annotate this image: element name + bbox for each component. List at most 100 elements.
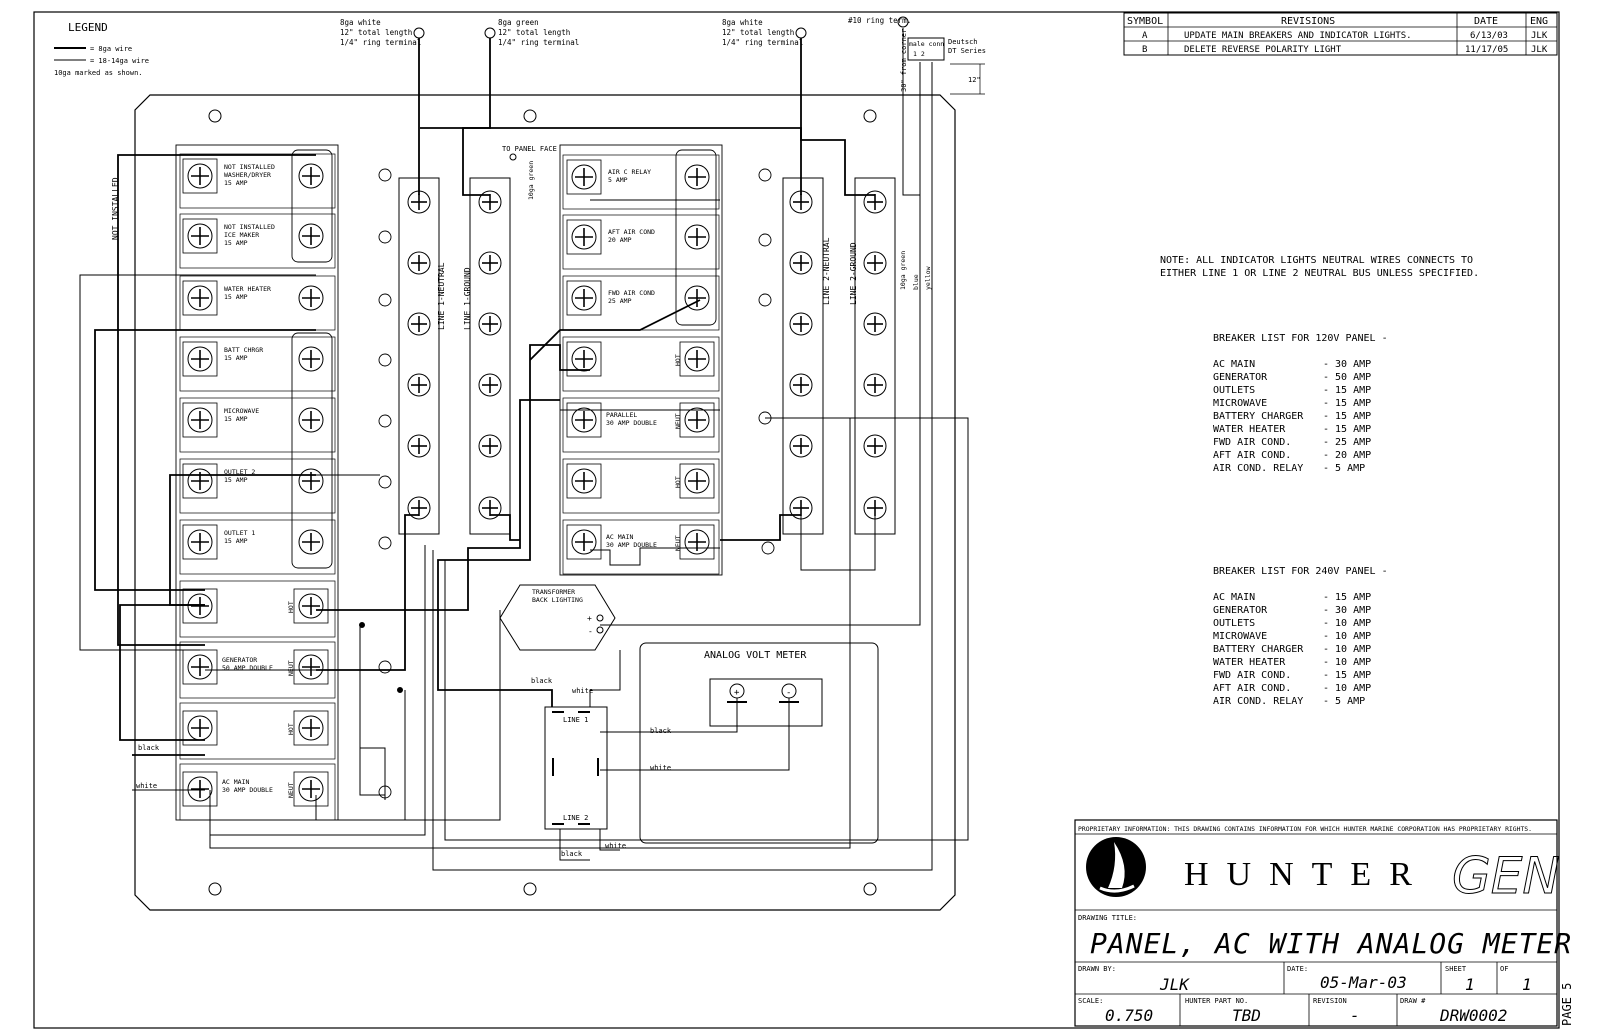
breaker-list-name: AFT AIR COND.: [1213, 683, 1291, 694]
analog-volt-meter: [639, 642, 879, 844]
rev-cell: JLK: [1531, 45, 1548, 55]
breaker-list-name: AIR COND. RELAY: [1213, 696, 1303, 707]
breaker-list-240v: BREAKER LIST FOR 240V PANEL - AC MAIN - 1…: [1213, 566, 1388, 707]
line2-bus-screws: [789, 190, 887, 520]
breaker-list-value: - 10 AMP: [1323, 644, 1371, 655]
screw-terminal: [571, 164, 597, 190]
screw-terminal: [298, 715, 324, 741]
note-line: NOTE: ALL INDICATOR LIGHTS NEUTRAL WIRES…: [1160, 255, 1473, 266]
sheet-label: SHEET: [1445, 965, 1467, 973]
wire-tag: white: [136, 782, 157, 790]
legend-title: LEGEND: [68, 21, 108, 34]
wiring: [79, 28, 969, 871]
screw-terminal: [407, 434, 431, 458]
screw-terminal: [571, 285, 597, 311]
screw-terminal: [407, 251, 431, 275]
wire-tag: white: [572, 687, 593, 695]
breaker: OUTLET 115 AMP: [179, 519, 336, 575]
hot-neut-label: NEUT: [674, 413, 682, 429]
screw-terminal: [298, 163, 324, 189]
breaker-list-name: GENERATOR: [1213, 372, 1268, 383]
breaker-list-name: AC MAIN: [1213, 592, 1255, 603]
of-value: 1: [1522, 975, 1532, 994]
breaker-list-value: - 15 AMP: [1323, 411, 1371, 422]
breaker-list-name: GENERATOR: [1213, 605, 1268, 616]
breaker-label: AC MAIN: [222, 778, 249, 786]
breaker-label: 30 AMP DOUBLE: [222, 786, 273, 794]
wire-tags: black white black white black white blac…: [136, 677, 672, 858]
breaker-label: 25 AMP: [608, 297, 632, 305]
breaker-list-value: - 25 AMP: [1323, 437, 1371, 448]
mount-hole: [523, 882, 537, 896]
breaker-label: 50 AMP DOUBLE: [222, 664, 273, 672]
line1-neutral-bus: [398, 177, 440, 535]
hot-neut-label: HOT: [287, 601, 295, 613]
breaker-list-value: - 10 AMP: [1323, 683, 1371, 694]
revision-value: -: [1350, 1006, 1360, 1025]
indicator-light: [758, 168, 772, 182]
to-panel-face-label: TO PANEL FACE: [502, 145, 557, 153]
breaker-list-value: - 15 AMP: [1323, 424, 1371, 435]
not-installed-side-label: NOT INSTALLED: [111, 177, 120, 240]
bus-label: LINE 1-NEUTRAL: [437, 262, 446, 330]
rev-header: DATE: [1474, 16, 1498, 27]
breaker-list-title: BREAKER LIST FOR 240V PANEL -: [1213, 566, 1388, 577]
ga-green-label: 10ga green: [527, 161, 535, 200]
rev-header: SYMBOL: [1127, 16, 1163, 27]
drawn-by-label: DRAWN BY:: [1078, 965, 1116, 973]
screw-terminal: [684, 468, 710, 494]
breaker-list-value: - 5 AMP: [1323, 696, 1365, 707]
legend: LEGEND = 8ga wire = 18-14ga wire 10ga ma…: [54, 21, 149, 77]
breaker-list-name: OUTLETS: [1213, 618, 1255, 629]
indicator-light: [378, 230, 392, 244]
screw-terminal: [187, 407, 213, 433]
indicator-lights: [378, 168, 775, 799]
screw-terminal: [298, 407, 324, 433]
wire-color-label: yellow: [924, 266, 932, 290]
breaker: OUTLET 215 AMP: [179, 458, 336, 514]
callout-ring: #10 ring term.: [848, 16, 911, 25]
breaker-list-value: - 15 AMP: [1323, 592, 1371, 603]
screw-terminal: [298, 776, 324, 802]
callout-right-2: 12" total length: [722, 28, 794, 37]
mount-hole: [208, 882, 222, 896]
panel: NOT INSTALLED NOT INSTALLEDWASHER/DRYER1…: [79, 28, 969, 911]
rev-header: ENG: [1530, 16, 1548, 27]
breaker-list-name: AIR COND. RELAY: [1213, 463, 1303, 474]
dim-label: 12": [968, 76, 981, 84]
hot-neut-label: HOT: [674, 476, 682, 488]
screw-terminal: [298, 654, 324, 680]
wire-color-label: 10ga green: [899, 251, 907, 290]
breaker-list-value: - 10 AMP: [1323, 657, 1371, 668]
line1-bus-screws: [407, 190, 502, 520]
wire-color-label: blue: [912, 274, 920, 290]
mount-hole: [523, 109, 537, 123]
legend-note: 10ga marked as shown.: [54, 69, 143, 77]
breaker-label: 5 AMP: [608, 176, 628, 184]
hot-neut-label: NEUT: [287, 660, 295, 676]
note-block: NOTE: ALL INDICATOR LIGHTS NEUTRAL WIRES…: [1160, 255, 1479, 279]
breaker-label: AFT AIR COND: [608, 228, 655, 236]
screw-terminal: [684, 529, 710, 555]
breaker-label: 15 AMP: [224, 239, 248, 247]
breaker-label: WASHER/DRYER: [224, 171, 271, 179]
breaker-label: 20 AMP: [608, 236, 632, 244]
breaker-list-value: - 15 AMP: [1323, 398, 1371, 409]
breaker-label: ICE MAKER: [224, 231, 259, 239]
screw-terminal: [187, 776, 213, 802]
panel-outline: [134, 94, 956, 911]
breaker-label: FWD AIR COND: [608, 289, 655, 297]
breaker-label: BATT CHRGR: [224, 346, 263, 354]
indicator-light: [378, 660, 392, 674]
transformer-plus: +: [587, 614, 592, 623]
rev-cell: A: [1142, 31, 1148, 41]
revision-label: REVISION: [1313, 997, 1347, 1005]
screw-terminal: [863, 190, 887, 214]
breaker-label: GENERATOR: [222, 656, 257, 664]
screw-terminal: [187, 223, 213, 249]
